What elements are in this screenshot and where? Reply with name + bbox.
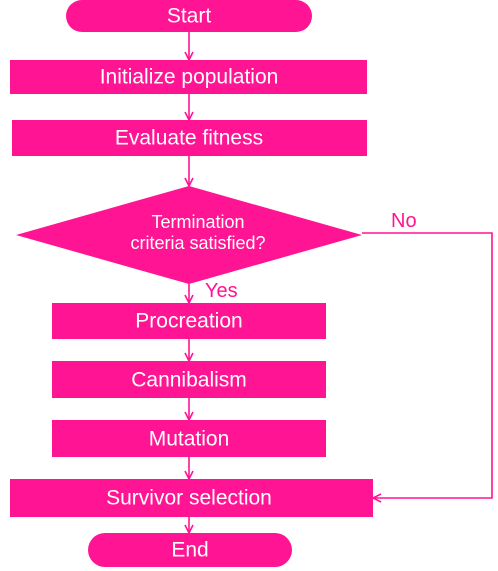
evaluate-process-shape: [12, 120, 367, 156]
procreation-process-shape: [52, 303, 326, 339]
node-procreation: Procreation: [52, 303, 326, 339]
node-start: Start: [66, 0, 312, 32]
mutation-process-shape: [52, 420, 326, 457]
node-termination: Termination criteria satisfied?: [16, 186, 362, 284]
start-terminal-shape: [66, 0, 312, 32]
node-evaluate: Evaluate fitness: [12, 120, 367, 156]
yes-edge-label: Yes: [205, 280, 238, 302]
evaluate-label: Evaluate fitness: [115, 127, 263, 150]
cannibalism-process-shape: [52, 361, 326, 398]
initialize-label: Initialize population: [100, 66, 279, 89]
initialize-process-shape: [10, 60, 367, 94]
termination-label-line1: Termination: [151, 212, 244, 232]
cannibalism-label: Cannibalism: [131, 369, 247, 392]
survivor-process-shape: [10, 479, 373, 517]
no-edge-label: No: [391, 210, 417, 232]
termination-decision-shape: [16, 186, 362, 284]
node-end: End: [88, 533, 292, 567]
node-cannibalism: Cannibalism: [52, 361, 326, 398]
termination-label-line2: criteria satisfied?: [130, 233, 265, 253]
end-label: End: [171, 539, 208, 562]
arrow-termination-no-to-survivor: [362, 232, 493, 498]
mutation-label: Mutation: [149, 428, 230, 451]
node-initialize: Initialize population: [10, 60, 367, 94]
procreation-label: Procreation: [135, 310, 242, 333]
survivor-label: Survivor selection: [106, 487, 272, 510]
end-terminal-shape: [88, 533, 292, 567]
start-label: Start: [167, 5, 212, 28]
node-survivor: Survivor selection: [10, 479, 373, 517]
connectors: [189, 32, 493, 533]
node-mutation: Mutation: [52, 420, 326, 457]
